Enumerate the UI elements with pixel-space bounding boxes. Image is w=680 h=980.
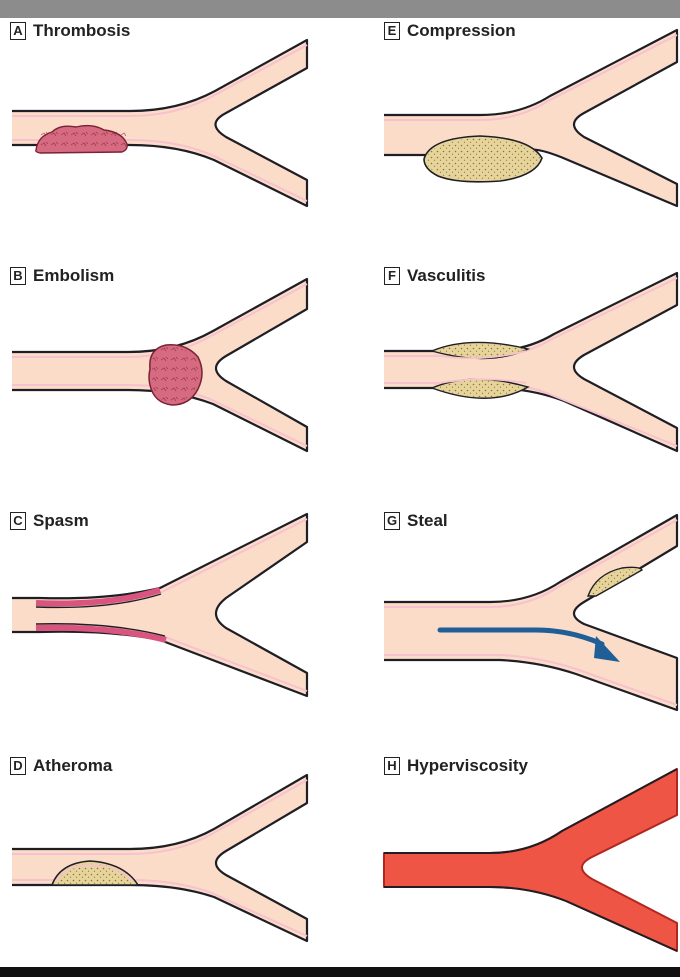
- panel-title: Thrombosis: [33, 21, 131, 40]
- top-bar: [0, 0, 680, 18]
- vessel-diagram-atheroma: [12, 773, 309, 943]
- panel-letter-box: A: [10, 22, 26, 40]
- vessel-diagram-vasculitis: [384, 271, 679, 453]
- inflamed-wall-lower-lining: [433, 378, 527, 385]
- panel-title: Compression: [407, 21, 516, 40]
- panel-steal: G Steal: [340, 490, 680, 735]
- panel-label: B Embolism: [10, 266, 114, 286]
- atheroma-plaque-texture: [55, 863, 135, 884]
- panel-title: Embolism: [33, 266, 115, 285]
- panel-letter-box: G: [384, 512, 400, 530]
- vessel-wall: [12, 38, 309, 208]
- spasm-wall-outline: [35, 593, 166, 637]
- vessel-wall: [384, 271, 679, 453]
- panel-vasculitis: F Vasculitis: [340, 245, 680, 490]
- steal-flow-arrowhead: [594, 636, 620, 662]
- vessel-wall-thickened-blood: [383, 768, 678, 952]
- panel-title: Steal: [407, 511, 448, 530]
- panel-label: C Spasm: [10, 511, 89, 531]
- panel-letter-box: E: [384, 22, 400, 40]
- vessel-diagram-hyperviscosity: [383, 768, 678, 952]
- panel-atheroma: D Atheroma: [0, 735, 340, 980]
- vessel-diagram-spasm: [12, 512, 309, 698]
- vessel-diagram-thrombosis: [12, 38, 309, 208]
- panel-embolism: B Embolism: [0, 245, 340, 490]
- panel-hyperviscosity: H Hyperviscosity: [340, 735, 680, 980]
- vessel-wall: [12, 773, 309, 943]
- inflamed-wall-lower-texture: [434, 380, 526, 398]
- vessel-lining: [159, 518, 308, 692]
- panel-letter-box: D: [10, 757, 26, 775]
- vessel-lining: [12, 44, 308, 202]
- panel-letter-box: H: [384, 757, 400, 775]
- bottom-bar: [0, 967, 680, 977]
- branch-occlusion-plaque-texture: [590, 569, 639, 594]
- inflamed-wall-upper-lining: [433, 350, 527, 360]
- panel-title: Atheroma: [33, 756, 113, 775]
- panel-title: Spasm: [33, 511, 89, 530]
- panel-letter-box: B: [10, 267, 26, 285]
- vessel-diagram-compression: [384, 28, 679, 208]
- vessel-lining: [384, 519, 678, 706]
- panel-title: Hyperviscosity: [407, 756, 528, 775]
- thrombus-texture: [38, 128, 126, 152]
- panel-letter-box: C: [10, 512, 26, 530]
- panel-thrombosis: A Thrombosis: [0, 0, 340, 245]
- compressing-mass-texture: [426, 138, 540, 180]
- inflamed-wall-upper-texture: [434, 343, 526, 358]
- panel-spasm: C Spasm: [0, 490, 340, 735]
- vessel-diagram-embolism: [12, 277, 309, 453]
- embolus-texture: [151, 346, 200, 403]
- panel-label: H Hyperviscosity: [384, 756, 528, 776]
- steal-flow-arrow: [437, 627, 605, 647]
- panel-label: A Thrombosis: [10, 21, 130, 41]
- panel-title: Vasculitis: [407, 266, 486, 285]
- panel-compression: E Compression: [340, 0, 680, 245]
- vessel-wall: [384, 513, 679, 712]
- panel-label: D Atheroma: [10, 756, 112, 776]
- panel-label: G Steal: [384, 511, 448, 531]
- vessel-outer-wall: [384, 768, 678, 952]
- panel-label: F Vasculitis: [384, 266, 485, 286]
- vessel-diagram-steal: [384, 513, 679, 712]
- spasm-constricted-wall-lower: [35, 624, 167, 643]
- panel-label: E Compression: [384, 21, 516, 41]
- panel-letter-box: F: [384, 267, 400, 285]
- atheroma-plaque-lining: [55, 864, 134, 882]
- vessel-lining: [384, 34, 678, 121]
- spasm-constricted-wall-upper: [35, 587, 161, 607]
- vessel-wall: [12, 512, 309, 698]
